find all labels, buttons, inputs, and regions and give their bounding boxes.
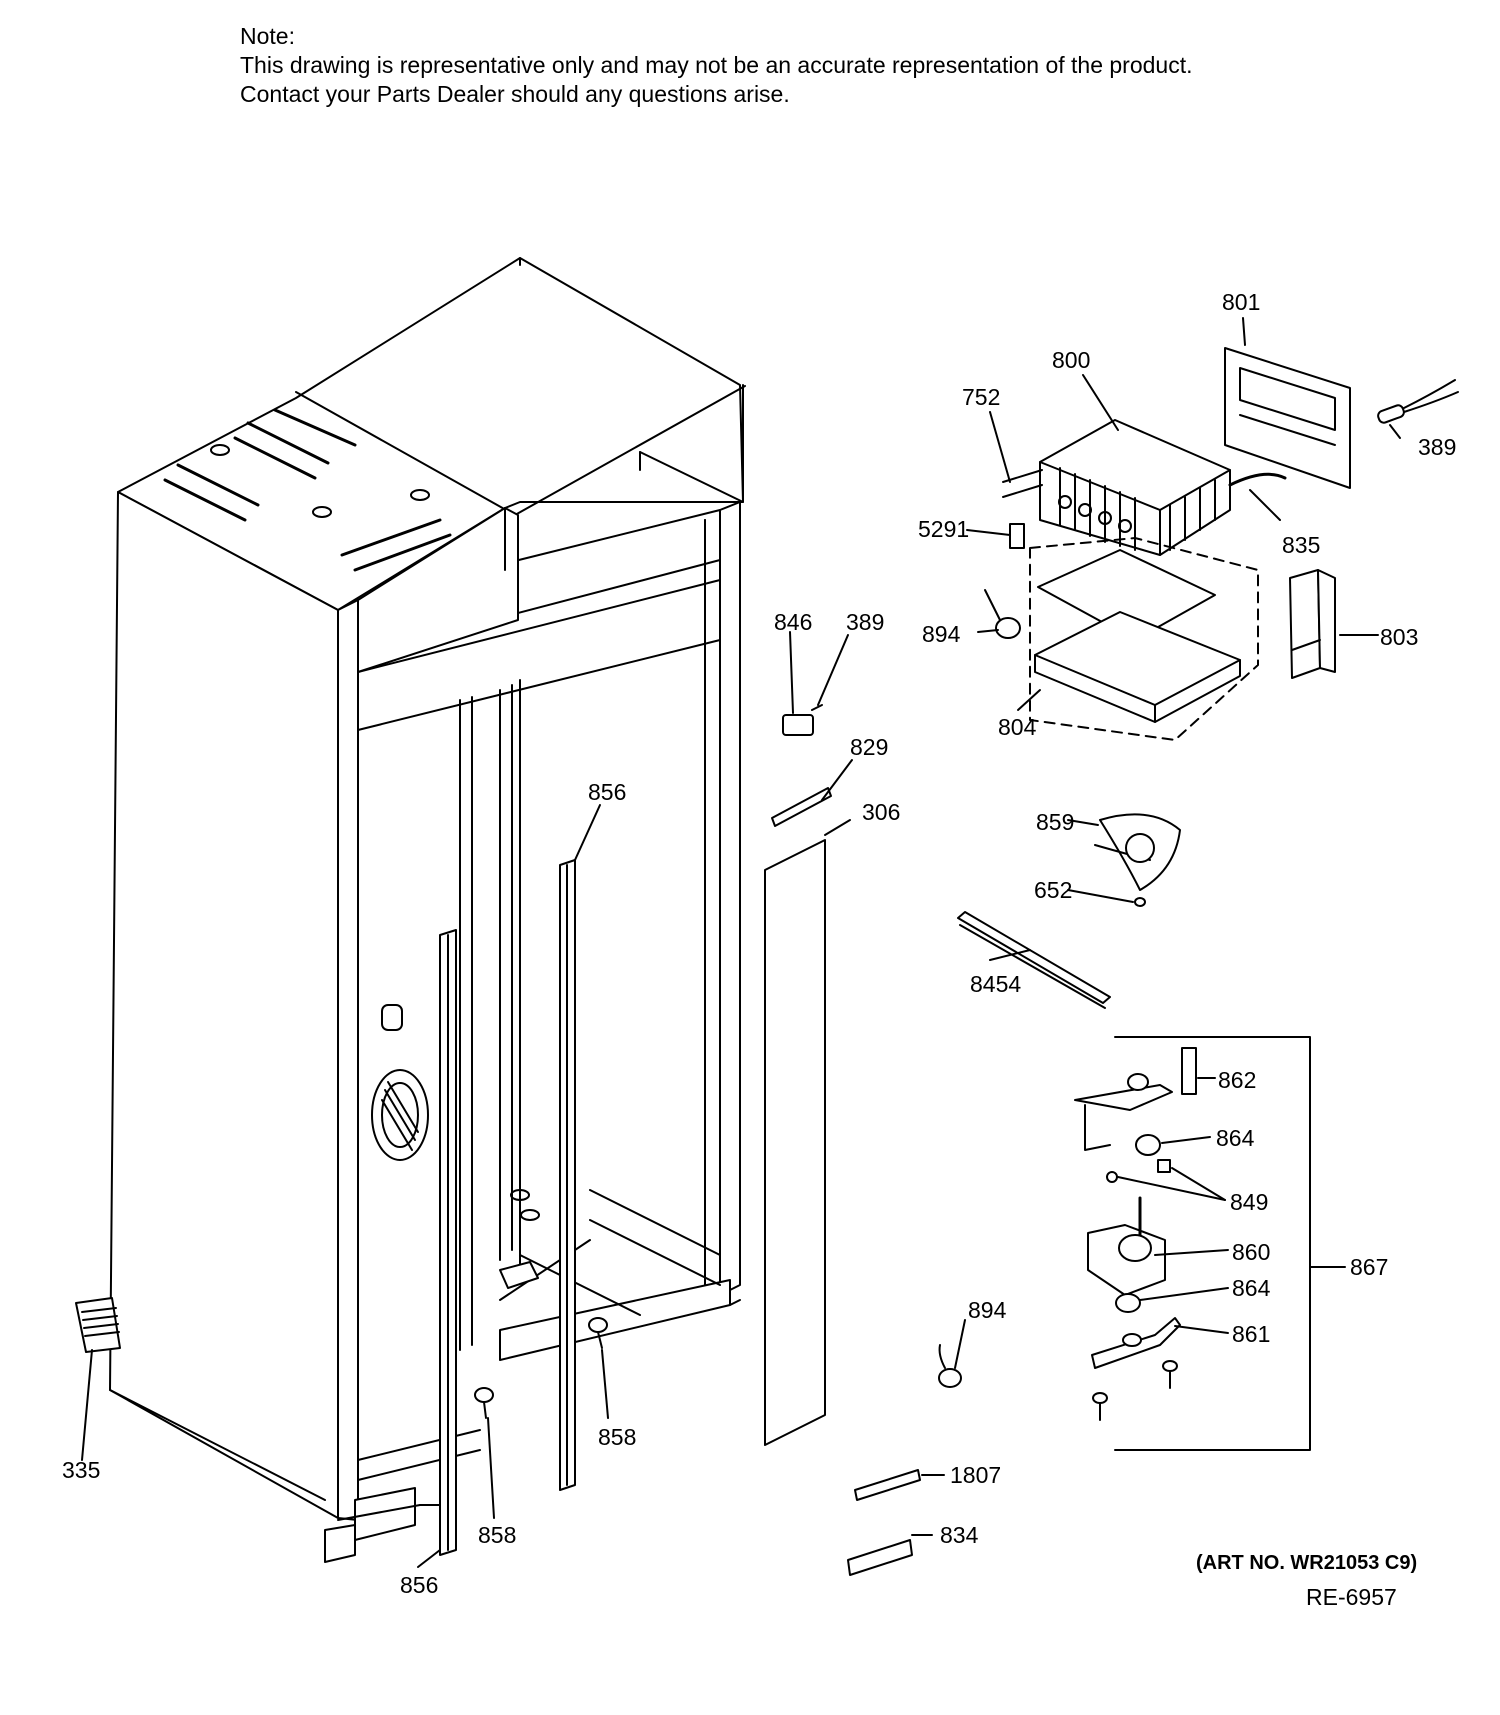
screw-858-b [588, 1317, 608, 1349]
screws-assembly [1092, 1360, 1178, 1421]
callout-846: 846 [774, 609, 812, 635]
wire-harness-389 [1377, 379, 1459, 424]
callout-864-top: 864 [1216, 1125, 1255, 1151]
callout-856-left: 856 [400, 1572, 438, 1598]
note-line-1: This drawing is representative only and … [240, 52, 1193, 78]
clip-849-a [1106, 1171, 1118, 1183]
drain-pan-804 [1029, 537, 1259, 741]
cabinet-case [109, 257, 746, 1563]
thermostat-894-bottom [938, 1344, 962, 1388]
callout-labels: 801 800 752 389 5291 835 894 803 804 846… [62, 289, 1456, 1598]
grommet-864-top [1135, 1134, 1161, 1156]
note-heading: Note: [240, 23, 295, 49]
motor-bracket-861 [1091, 1317, 1181, 1369]
callout-752: 752 [962, 384, 1000, 410]
callout-8454: 8454 [970, 971, 1021, 997]
motor-bracket-862 [1074, 1047, 1197, 1151]
callout-849: 849 [1230, 1189, 1268, 1215]
callout-860: 860 [1232, 1239, 1270, 1265]
clip-849-b [1157, 1159, 1171, 1173]
callout-389-small: 389 [846, 609, 884, 635]
callout-335: 335 [62, 1457, 100, 1483]
callout-858-left: 858 [478, 1522, 516, 1548]
leader-lines [81, 317, 1401, 1568]
nut-652 [1134, 897, 1146, 907]
callout-867: 867 [1350, 1254, 1388, 1280]
thermostat-894-top [984, 589, 1021, 639]
reference-code: RE-6957 [1306, 1584, 1397, 1610]
callout-306: 306 [862, 799, 900, 825]
breaker-strip-856-center [559, 859, 576, 1491]
callout-804: 804 [998, 714, 1037, 740]
pin-389-small [811, 704, 823, 711]
defrost-heater-752 [1002, 469, 1043, 498]
evaporator-800 [1039, 419, 1287, 556]
callout-834: 834 [940, 1522, 979, 1548]
vent-grille-335 [75, 1297, 121, 1353]
hinge-bracket-829 [771, 787, 832, 827]
callout-861: 861 [1232, 1321, 1270, 1347]
fan-motor-860 [1087, 1196, 1166, 1296]
disclaimer-note: Note: This drawing is representative onl… [240, 22, 1193, 109]
art-number: (ART NO. WR21053 C9) [1196, 1552, 1418, 1574]
callout-856-center: 856 [588, 779, 626, 805]
mullion-cover-306 [764, 839, 826, 1446]
callout-859: 859 [1036, 809, 1074, 835]
bracket-5291 [1009, 523, 1025, 549]
callout-803: 803 [1380, 624, 1418, 650]
callout-801: 801 [1222, 289, 1260, 315]
fan-blade-859 [1094, 813, 1181, 891]
callout-835: 835 [1282, 532, 1320, 558]
evaporator-cover-801 [1224, 347, 1351, 489]
callout-894-top: 894 [922, 621, 961, 647]
screw-858-a [474, 1387, 494, 1419]
bracket-803 [1289, 569, 1336, 679]
switch-846 [782, 714, 814, 736]
callout-389-top: 389 [1418, 434, 1456, 460]
callout-862: 862 [1218, 1067, 1256, 1093]
assembly-bracket-867 [1114, 1036, 1311, 1451]
strip-1807 [854, 1469, 921, 1501]
callout-894-bottom: 894 [968, 1297, 1007, 1323]
nameplate-834 [847, 1539, 913, 1576]
callout-652: 652 [1034, 877, 1072, 903]
callout-5291: 5291 [918, 516, 969, 542]
callout-800: 800 [1052, 347, 1090, 373]
callout-858-center: 858 [598, 1424, 636, 1450]
note-line-2: Contact your Parts Dealer should any que… [240, 81, 790, 107]
breaker-strip-856-left [439, 929, 457, 1556]
grommet-864-bottom [1115, 1293, 1141, 1313]
callout-1807: 1807 [950, 1462, 1001, 1488]
callout-864-bottom: 864 [1232, 1275, 1271, 1301]
callout-829: 829 [850, 734, 888, 760]
tube-8454 [957, 911, 1111, 1009]
